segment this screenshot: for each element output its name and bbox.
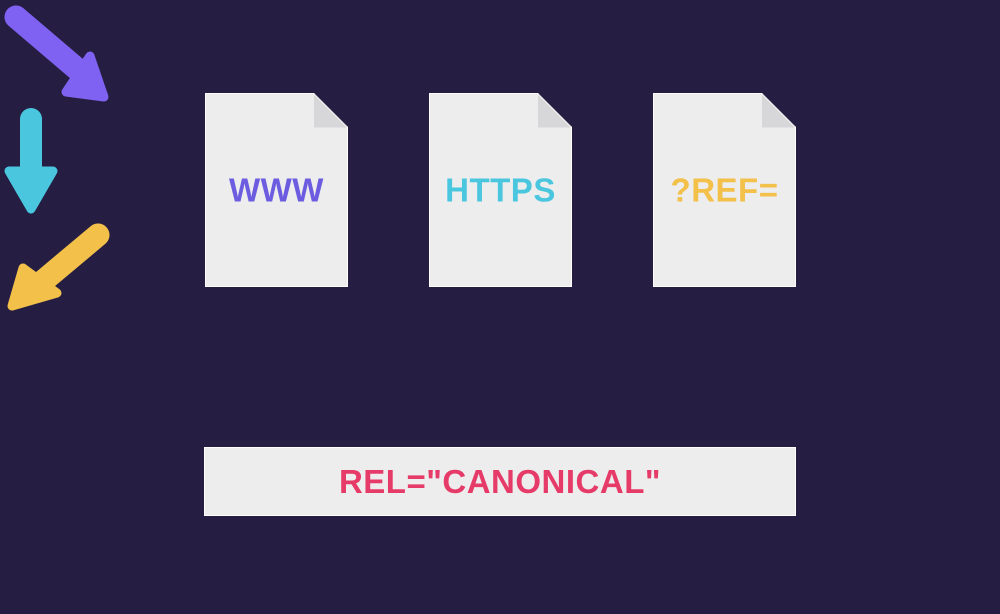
canonical-result-bar: REL="CANONICAL" bbox=[204, 447, 796, 516]
document-label-www: WWW bbox=[229, 171, 324, 209]
document-label-https: HTTPS bbox=[445, 171, 556, 209]
arrow-down-right-shape bbox=[4, 5, 109, 102]
arrow-down-icon bbox=[0, 105, 62, 220]
arrow-down-left-shape bbox=[7, 223, 110, 311]
arrow-down-left-icon bbox=[0, 220, 115, 315]
document-card-www: WWW bbox=[205, 93, 348, 287]
arrow-down-shape bbox=[4, 108, 58, 214]
arrow-down-right-icon bbox=[0, 0, 115, 105]
document-card-ref: ?REF= bbox=[653, 93, 796, 287]
canonical-result-label: REL="CANONICAL" bbox=[338, 463, 662, 500]
document-label-ref: ?REF= bbox=[670, 171, 779, 209]
document-card-https: HTTPS bbox=[429, 93, 572, 287]
